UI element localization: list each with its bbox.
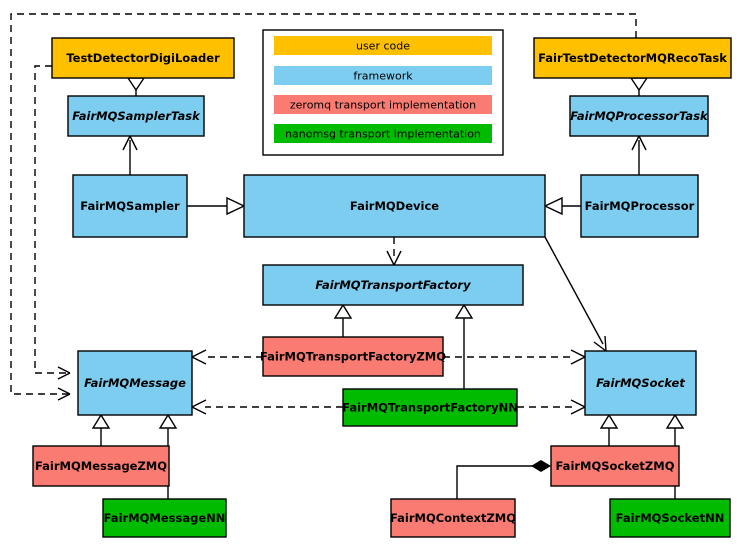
- class-node-box[interactable]: [102, 498, 227, 538]
- edge-factorynn-to-message: [191, 399, 343, 415]
- edge-factoryzmq-to-message: [191, 349, 263, 365]
- class-node-box[interactable]: [609, 498, 731, 538]
- class-node-box[interactable]: [580, 174, 699, 238]
- class-node-label: FairMQContextZMQ: [390, 511, 516, 525]
- class-node-box[interactable]: [569, 95, 709, 137]
- class-node-box[interactable]: [584, 350, 697, 416]
- class-node-FairMQMessageNN[interactable]: FairMQMessageNN: [102, 498, 227, 538]
- edge-factorynn-to-transportfactory: [454, 303, 474, 389]
- class-node-FairMQProcessorTask[interactable]: FairMQProcessorTask: [569, 95, 709, 137]
- edge-factorynn-to-socket: [517, 399, 586, 415]
- edge-device-to-transportfactory: [386, 237, 402, 266]
- class-node-box[interactable]: [533, 37, 732, 79]
- class-node-FairMQSocketZMQ[interactable]: FairMQSocketZMQ: [550, 445, 680, 487]
- class-node-FairMQTransportFactory[interactable]: FairMQTransportFactory: [262, 264, 524, 306]
- class-node-FairMQMessage[interactable]: FairMQMessage: [77, 350, 193, 416]
- class-node-box[interactable]: [262, 336, 444, 377]
- class-node-label: FairMQSocketNN: [616, 511, 725, 525]
- edge-processor-to-device: [543, 196, 581, 216]
- class-node-box[interactable]: [342, 388, 518, 427]
- legend-label-2: zeromq transport implementation: [290, 99, 476, 112]
- class-node-label: FairMQSampler: [80, 199, 180, 213]
- class-node-box[interactable]: [51, 37, 235, 79]
- edge-socketzmq-composition-contextzmq: [456, 460, 551, 499]
- legend-label-0: user code: [356, 40, 410, 53]
- class-node-box[interactable]: [72, 174, 188, 238]
- legend: user code framework zeromq transport imp…: [262, 29, 504, 156]
- edge-factoryzmq-to-transportfactory: [333, 303, 353, 337]
- edge-device-to-socket: [544, 236, 607, 352]
- legend-label-1: framework: [353, 70, 413, 83]
- legend-label-3: nanomsg transport implementation: [285, 128, 481, 141]
- edge-recotask-to-message: [10, 13, 637, 401]
- class-node-box[interactable]: [32, 445, 170, 487]
- class-node-label: FairTestDetectorMQRecoTask: [538, 51, 727, 65]
- class-node-label: TestDetectorDigiLoader: [66, 51, 220, 65]
- class-node-label: FairMQTransportFactoryNN: [342, 401, 518, 415]
- class-node-FairMQSamplerTask[interactable]: FairMQSamplerTask: [67, 95, 205, 137]
- class-node-label: FairMQDevice: [350, 199, 439, 213]
- legend-swatch-3: [274, 124, 492, 143]
- class-node-box[interactable]: [550, 445, 680, 487]
- class-node-label: FairMQProcessor: [585, 199, 695, 213]
- edge-digiloader-to-message: [34, 65, 71, 380]
- class-node-label: FairMQSamplerTask: [72, 109, 201, 123]
- edge-digiloader-to-samplertask: [126, 77, 146, 96]
- class-node-FairMQMessageZMQ[interactable]: FairMQMessageZMQ: [32, 445, 170, 487]
- class-node-FairTestDetectorMQRecoTask[interactable]: FairTestDetectorMQRecoTask: [533, 37, 732, 79]
- edge-processor-to-processortask: [631, 135, 647, 175]
- class-node-label: FairMQMessage: [84, 376, 186, 390]
- class-node-FairMQSampler[interactable]: FairMQSampler: [72, 174, 188, 238]
- class-node-box[interactable]: [262, 264, 524, 306]
- edge-messagezmq-to-message: [91, 413, 111, 446]
- class-node-box[interactable]: [243, 174, 546, 238]
- class-node-label: FairMQTransportFactory: [315, 278, 471, 292]
- class-node-TestDetectorDigiLoader[interactable]: TestDetectorDigiLoader: [51, 37, 235, 79]
- class-node-FairMQSocket[interactable]: FairMQSocket: [584, 350, 697, 416]
- class-node-label: FairMQProcessorTask: [570, 109, 709, 123]
- class-node-label: FairMQMessageZMQ: [35, 459, 167, 473]
- class-node-FairMQSocketNN[interactable]: FairMQSocketNN: [609, 498, 731, 538]
- class-node-box[interactable]: [390, 498, 516, 538]
- legend-swatch-2: [274, 95, 492, 114]
- class-node-box[interactable]: [67, 95, 205, 137]
- edge-socketzmq-to-socket: [599, 413, 619, 446]
- legend-swatch-1: [274, 66, 492, 85]
- edge-sampler-to-samplertask: [122, 135, 138, 175]
- class-node-FairMQDevice[interactable]: FairMQDevice: [243, 174, 546, 238]
- class-node-FairMQTransportFactoryZMQ[interactable]: FairMQTransportFactoryZMQ: [260, 336, 446, 377]
- edge-sampler-to-device: [187, 196, 246, 216]
- class-node-FairMQTransportFactoryNN[interactable]: FairMQTransportFactoryNN: [342, 388, 518, 427]
- class-node-label: FairMQTransportFactoryZMQ: [260, 350, 446, 364]
- class-node-box[interactable]: [77, 350, 193, 416]
- nodes-layer: TestDetectorDigiLoader FairTestDetectorMQ…: [32, 37, 732, 538]
- edge-recotask-to-processortask: [629, 77, 649, 96]
- legend-swatch-0: [274, 36, 492, 55]
- class-node-FairMQContextZMQ[interactable]: FairMQContextZMQ: [390, 498, 516, 538]
- class-node-label: FairMQSocket: [596, 376, 685, 390]
- class-node-FairMQProcessor[interactable]: FairMQProcessor: [580, 174, 699, 238]
- class-node-label: FairMQSocketZMQ: [556, 459, 675, 473]
- edge-factoryzmq-to-socket: [443, 349, 586, 365]
- class-node-label: FairMQMessageNN: [104, 511, 226, 525]
